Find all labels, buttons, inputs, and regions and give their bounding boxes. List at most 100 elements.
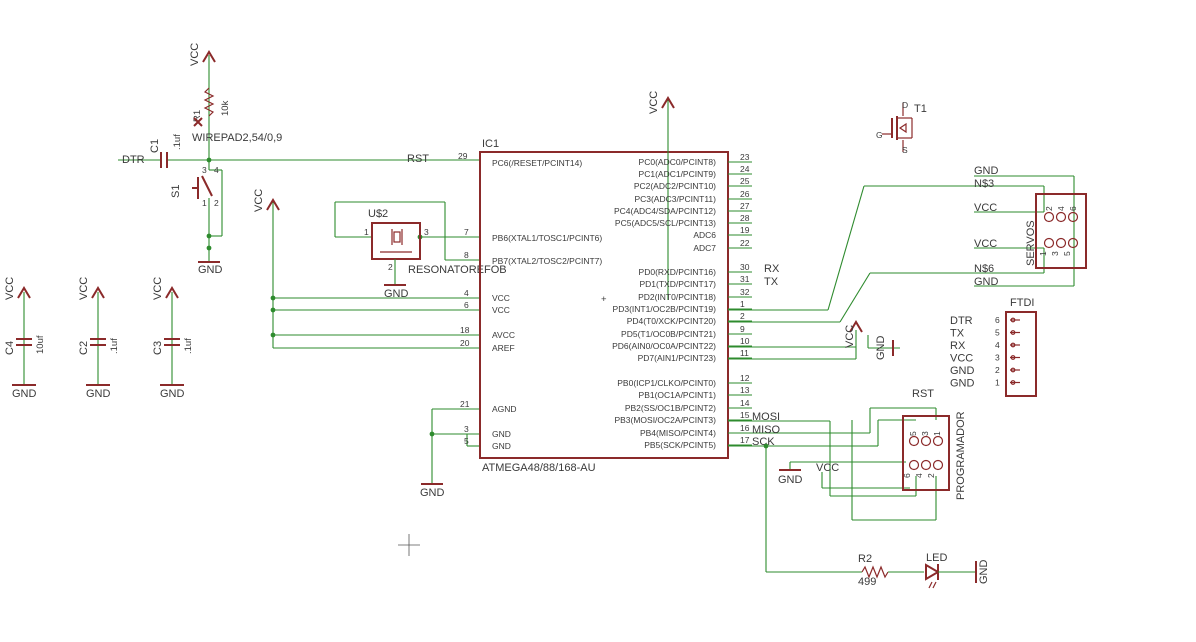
vcc-arrow xyxy=(165,286,179,299)
ic-right-pin-num: 16 xyxy=(740,423,750,433)
s1-pin-4: 4 xyxy=(214,165,219,175)
ftdi-pin-num: 6 xyxy=(995,315,1000,325)
pin-20-num: 20 xyxy=(460,338,470,348)
ic-right-pin-label: PB3(MOSI/OC2A/PCINT3) xyxy=(614,415,716,425)
gnd-label-prog: GND xyxy=(778,474,803,486)
rst-net-label: RST xyxy=(407,153,429,165)
ic-right-pin-num: 28 xyxy=(740,213,750,223)
ftdi-pin-dot xyxy=(1010,380,1016,385)
servo-pin-top-6: 6 xyxy=(1068,206,1078,211)
ic-right-pin-label: PD0(RXD/PCINT16) xyxy=(639,267,717,277)
rx-net-label: RX xyxy=(764,263,780,275)
ftdi-pin-dot xyxy=(1010,355,1016,360)
prog-pin-1: 1 xyxy=(932,431,942,436)
ftdi-pin-num: 2 xyxy=(995,365,1000,375)
right-side-wiring: RX TX VCC GND xyxy=(728,185,1044,361)
pin-8-num: 8 xyxy=(464,250,469,260)
ic-right-pin-num: 25 xyxy=(740,176,750,186)
vcc-label-ic: VCC xyxy=(648,91,660,114)
ic-right-pin-label: PC1(ADC1/PCINT9) xyxy=(639,169,717,179)
resonator-part: RESONATOREFOB xyxy=(408,264,507,276)
pin-21-num: 21 xyxy=(460,399,470,409)
pin-label-pc6: PC6(/RESET/PCINT14) xyxy=(492,158,582,168)
ic-part: ATMEGA48/88/168-AU xyxy=(482,462,596,474)
cap-name: C4 xyxy=(4,341,16,355)
tx-net-label: TX xyxy=(764,276,779,288)
dtr-net-label: DTR xyxy=(122,154,145,166)
ic-right-pin-num: 14 xyxy=(740,398,750,408)
vcc-label-rail: VCC xyxy=(253,189,265,212)
ic-right-pin-label: PD5(T1/OC0B/PCINT21) xyxy=(621,329,716,339)
pin-18-num: 18 xyxy=(460,325,470,335)
s1-name: S1 xyxy=(170,185,182,198)
gnd-label-reset: GND xyxy=(198,264,223,276)
ic-right-pin-label: ADC6 xyxy=(693,230,716,240)
ic-right-pin-num: 24 xyxy=(740,164,750,174)
ftdi-row-label: RX xyxy=(950,340,966,352)
ic-right-pin-num: 27 xyxy=(740,201,750,211)
ftdi-row-label: VCC xyxy=(950,353,973,365)
t1-pin-g: G xyxy=(876,130,883,140)
servos-name: SERVOS xyxy=(1025,220,1037,266)
gnd-label-t: GND xyxy=(875,336,887,361)
prog-pin-5: 5 xyxy=(908,431,918,436)
prog-pin-2: 2 xyxy=(926,473,936,478)
ic-right-pin-num: 2 xyxy=(740,311,745,321)
cap-name: C3 xyxy=(152,341,164,355)
sck-net-label: SCK xyxy=(752,436,775,448)
pin-6-num: 6 xyxy=(464,300,469,310)
r2-name: R2 xyxy=(858,553,872,565)
ic-right-pin-num: 22 xyxy=(740,238,750,248)
pin-label-pb6: PB6(XTAL1/TOSC1/PCINT6) xyxy=(492,233,602,243)
ic-right-pins: 23PC0(ADC0/PCINT8)24PC1(ADC1/PCINT9)25PC… xyxy=(612,152,752,450)
ic-right-pin-num: 1 xyxy=(740,299,745,309)
wirepad-label: WIREPAD2,54/0,9 xyxy=(192,132,282,144)
ic-right-pin-label: PB1(OC1A/PCINT1) xyxy=(639,390,717,400)
cap-gnd-label: GND xyxy=(12,388,37,400)
ic-right-pin-num: 19 xyxy=(740,225,750,235)
pin-label-aref: AREF xyxy=(492,343,515,353)
pin-label-vcc1: VCC xyxy=(492,293,510,303)
ftdi-pin-num: 5 xyxy=(995,328,1000,338)
miso-net-label: MISO xyxy=(752,424,781,436)
servo-label-gnd1: GND xyxy=(974,165,999,177)
cap-vcc-label: VCC xyxy=(152,277,164,300)
ic-right-pin-num: 9 xyxy=(740,324,745,334)
cursor-crosshair xyxy=(398,534,420,556)
programmer-connector: MOSI MISO SCK GND VCC 5 3 1 xyxy=(728,388,967,521)
vcc-rail: VCC 4 6 18 20 xyxy=(253,189,480,349)
gnd-label-resonator: GND xyxy=(384,288,409,300)
vcc-label-reset: VCC xyxy=(189,43,201,66)
ic-right-pin-num: 13 xyxy=(740,385,750,395)
prog-rst-label: RST xyxy=(912,388,934,400)
ic-right-pin-num: 17 xyxy=(740,435,750,445)
pin-4-num: 4 xyxy=(464,288,469,298)
servos-connector: 2 4 6 1 3 5 SERVOS GND N$3 VCC VCC N$6 G… xyxy=(974,165,1087,288)
ic-right-pin-num: 10 xyxy=(740,336,750,346)
ic-right-pin-label: PD3(INT1/OC2B/PCINT19) xyxy=(613,304,717,314)
gnd-label-led: GND xyxy=(978,560,990,585)
ic-right-pin-label: PD6(AIN0/OC0A/PCINT22) xyxy=(612,341,716,351)
ic-right-pin-label: ADC7 xyxy=(693,243,716,253)
mosi-net-label: MOSI xyxy=(752,411,780,423)
servo-pin-top-4: 4 xyxy=(1056,206,1066,211)
prog-pin-6: 6 xyxy=(902,473,912,478)
cap-value: .1uf xyxy=(183,338,194,354)
ic-right-pin-label: PB5(SCK/PCINT5) xyxy=(644,440,716,450)
cap-value: 10uf xyxy=(35,335,46,354)
ic-right-pin-label: PC3(ADC3/PCINT11) xyxy=(634,194,716,204)
servo-pin-bot-1: 1 xyxy=(1038,251,1048,256)
ic-right-pin-num: 23 xyxy=(740,152,750,162)
r1-value: 10k xyxy=(220,100,231,116)
ic-right-pin-label: PC4(ADC4/SDA/PCINT12) xyxy=(614,206,716,216)
vcc-label-prog: VCC xyxy=(816,462,839,474)
transistor-t1: D G S T1 xyxy=(876,100,927,155)
ftdi-row-label: GND xyxy=(950,378,975,390)
ic-right-pin-label: PB0(ICP1/CLKO/PCINT0) xyxy=(617,378,716,388)
ic-right-pin-label: PD7(AIN1/PCINT23) xyxy=(638,353,717,363)
